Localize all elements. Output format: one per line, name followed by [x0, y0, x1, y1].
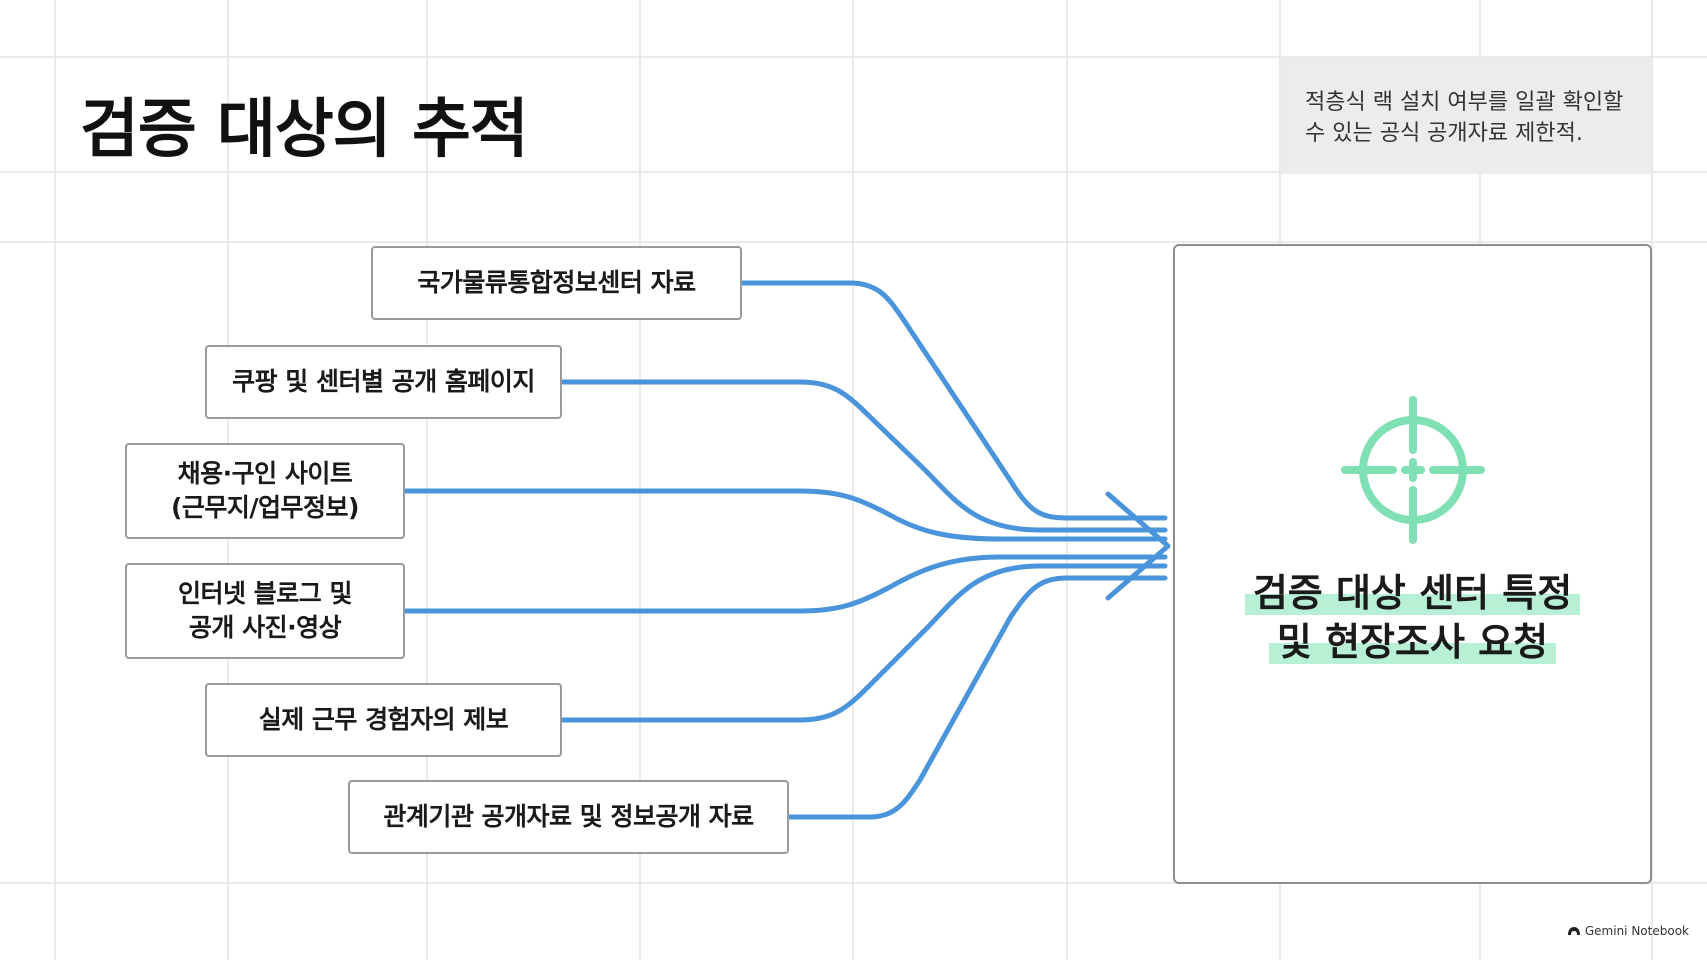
notebook-logo-icon: [1567, 927, 1580, 935]
source-box-3: 채용·구인 사이트 (근무지/업무정보): [125, 443, 405, 539]
arrowhead-icon: [1105, 491, 1171, 601]
connector-2: [559, 379, 1168, 533]
source-box-6: 관계기관 공개자료 및 정보공개 자료: [348, 780, 789, 854]
target-label-text-1: 검증 대상 센터 특정: [1244, 571, 1581, 615]
connector-3: [402, 488, 1168, 542]
target-box: [1173, 244, 1652, 884]
source-label: 쿠팡 및 센터별 공개 홈페이지: [232, 367, 535, 396]
source-label-line-2: 공개 사진·영상: [188, 613, 342, 642]
target-label-line-2: 및 현장조사 요청: [1173, 617, 1652, 667]
source-box-4: 인터넷 블로그 및 공개 사진·영상: [125, 563, 405, 659]
source-label: 관계기관 공개자료 및 정보공개 자료: [383, 802, 754, 831]
connector-1: [739, 280, 1168, 521]
crosshair-target-icon: [1341, 396, 1485, 544]
source-box-5: 실제 근무 경험자의 제보: [205, 683, 562, 757]
source-label-line-2: (근무지/업무정보): [171, 493, 359, 522]
brand-watermark: Gemini Notebook: [1567, 924, 1689, 938]
connector-4: [402, 554, 1168, 614]
source-label-line-1: 채용·구인 사이트: [177, 459, 353, 488]
connector-6: [786, 575, 1168, 820]
target-label-text-2: 및 현장조사 요청: [1268, 620, 1557, 664]
source-label-line-1: 인터넷 블로그 및: [178, 579, 352, 608]
source-label: 실제 근무 경험자의 제보: [258, 705, 509, 734]
page-title: 검증 대상의 추적: [80, 93, 529, 167]
connector-5: [559, 563, 1168, 723]
note-line-1: 적층식 랙 설치 여부를 일괄 확인할: [1305, 90, 1624, 115]
note-line-2: 수 있는 공식 공개자료 제한적.: [1305, 121, 1583, 146]
source-label: 국가물류통합정보센터 자료: [417, 268, 696, 297]
source-box-1: 국가물류통합정보센터 자료: [371, 246, 742, 320]
source-box-2: 쿠팡 및 센터별 공개 홈페이지: [205, 345, 562, 419]
brand-label: Gemini Notebook: [1584, 924, 1689, 938]
target-label-line-1: 검증 대상 센터 특정: [1173, 568, 1652, 618]
note-box: 적층식 랙 설치 여부를 일괄 확인할 수 있는 공식 공개자료 제한적.: [1281, 58, 1651, 174]
